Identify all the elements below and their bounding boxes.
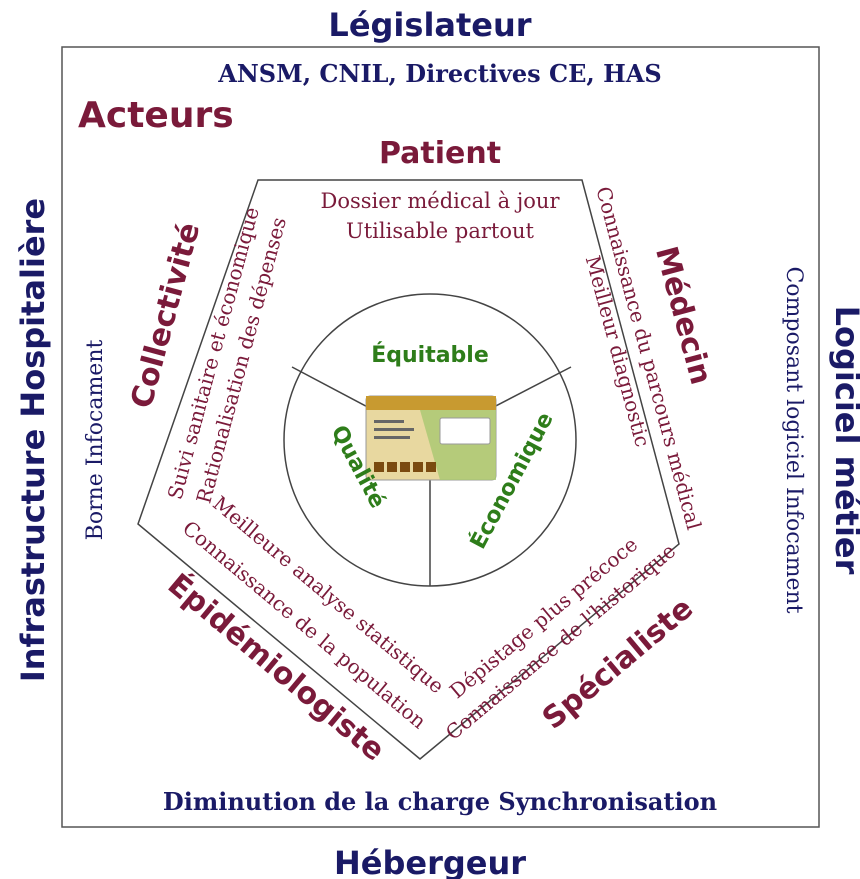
edge-bottom-detail: Diminution de la charge Synchronisation [163, 787, 717, 816]
acteurs-label: Acteurs [78, 95, 234, 136]
edge-left-label: Infrastructure Hospitalière [14, 198, 52, 682]
edge-top-label: Législateur [328, 6, 531, 44]
epidemiologiste-benefit-1: Meilleure analyse statistique [208, 491, 448, 698]
patient-benefit-1: Dossier médical à jour [321, 189, 561, 213]
edge-bottom-label: Hébergeur [334, 844, 526, 879]
actors-pentagon [137, 179, 680, 760]
quality-equitable: Équitable [371, 342, 489, 368]
edge-top-detail: ANSM, CNIL, Directives CE, HAS [217, 59, 662, 88]
infocament-card-icon [365, 395, 497, 481]
actor-patient: Patient [379, 136, 501, 171]
edge-right-detail: Composant logiciel Infocament [781, 266, 806, 613]
outer-frame [61, 46, 820, 828]
edge-right-label: Logiciel métier [828, 306, 860, 575]
edge-left-detail: Borne Infocament [83, 339, 108, 540]
patient-benefit-2: Utilisable partout [346, 219, 534, 243]
